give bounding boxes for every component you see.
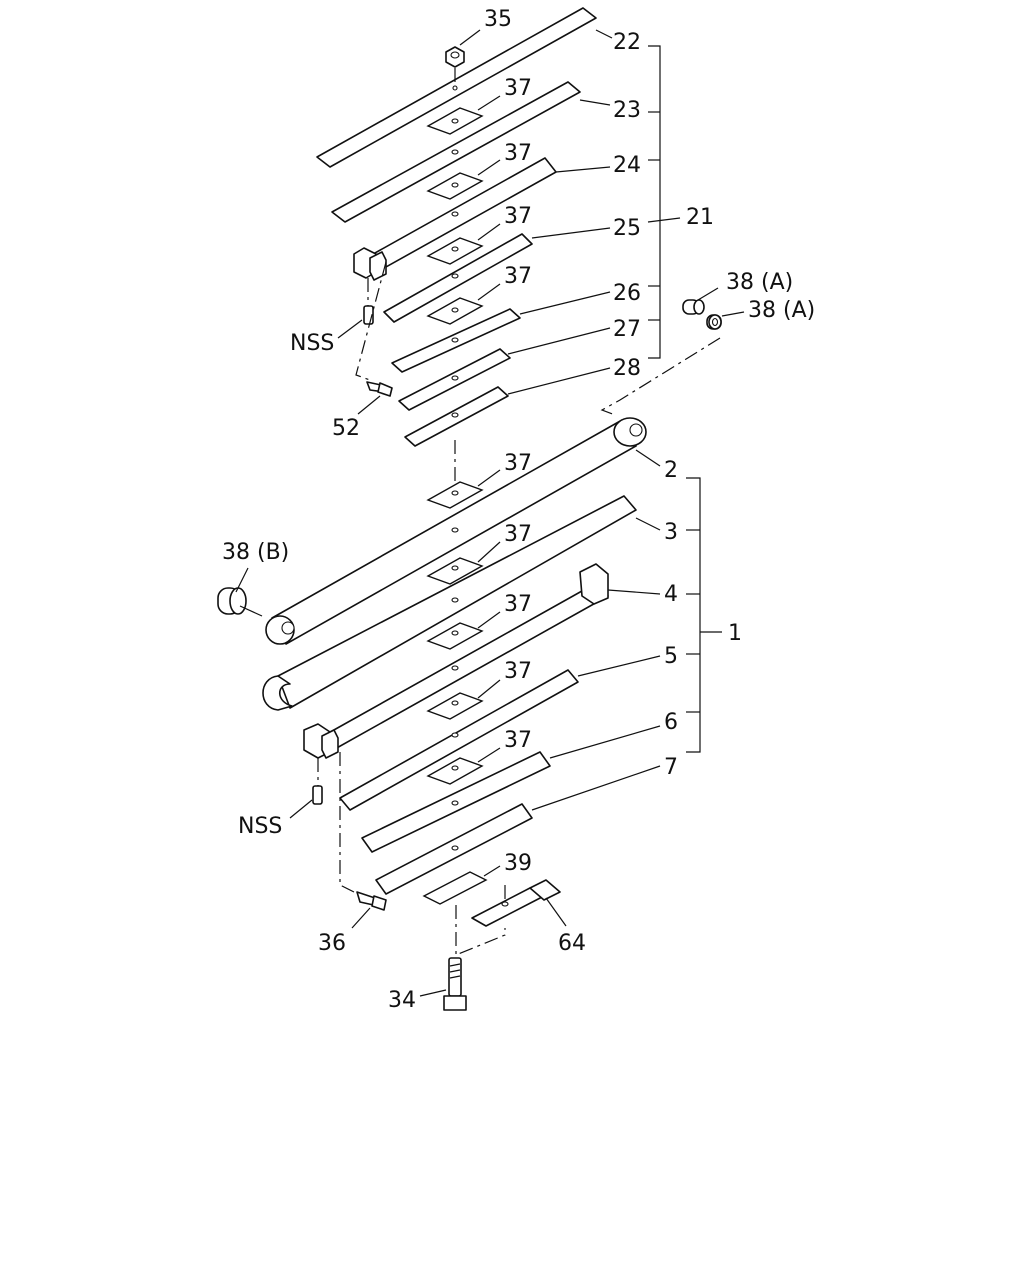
pad-37-5 [426, 481, 484, 509]
leaf-23 [331, 81, 581, 223]
callout-37-d: 37 [504, 264, 532, 289]
callout-2: 2 [664, 458, 678, 483]
pad-37-8 [426, 692, 484, 720]
leaf-5 [339, 669, 579, 811]
callout-nss-1: NSS [290, 331, 334, 356]
pad-37-2 [426, 172, 484, 200]
leaf-27 [398, 348, 511, 411]
callout-37-a: 37 [504, 76, 532, 101]
pad-37-4 [426, 297, 484, 325]
callout-21: 21 [686, 205, 714, 230]
nut-35 [445, 46, 465, 95]
leader-lines [235, 29, 745, 997]
bracket-64 [455, 879, 561, 956]
callout-37-g: 37 [504, 592, 532, 617]
callout-25: 25 [613, 216, 641, 241]
callout-52: 52 [332, 416, 360, 441]
leaf-7 [375, 803, 533, 895]
callout-38a-1: 38 (A) [726, 270, 793, 295]
callout-27: 27 [613, 317, 641, 342]
bolt-34 [443, 957, 467, 1011]
callout-26: 26 [613, 281, 641, 306]
bolt-36 [339, 752, 387, 911]
callout-37-h: 37 [504, 659, 532, 684]
callout-5: 5 [664, 644, 678, 669]
callout-labels: 35 22 37 23 37 24 37 25 21 37 26 38 (A) … [222, 7, 815, 1013]
bushing-38b [217, 587, 247, 615]
pad-37-7 [426, 622, 484, 650]
callout-37-f: 37 [504, 522, 532, 547]
callout-37-b: 37 [504, 141, 532, 166]
plate-39 [422, 871, 488, 905]
callout-23: 23 [613, 98, 641, 123]
leaf-28 [404, 386, 509, 490]
callout-39: 39 [504, 851, 532, 876]
leaf-2-main [265, 417, 647, 645]
callout-28: 28 [613, 356, 641, 381]
leaf-4-with-clips [303, 563, 609, 792]
callout-1: 1 [728, 621, 742, 646]
callout-34: 34 [388, 988, 416, 1013]
callout-nss-2: NSS [238, 814, 282, 839]
callout-7: 7 [664, 755, 678, 780]
callout-38b: 38 (B) [222, 540, 289, 565]
leaf-6 [361, 751, 551, 853]
pad-37-1 [426, 107, 484, 135]
bushings-38a [600, 299, 722, 416]
callout-37-e: 37 [504, 451, 532, 476]
leaf-26 [391, 308, 521, 373]
pad-37-3 [426, 237, 484, 265]
callout-3: 3 [664, 520, 678, 545]
leaf-3 [262, 495, 637, 711]
callout-35: 35 [484, 7, 512, 32]
bolt-52 [355, 261, 393, 397]
leaf-25 [383, 233, 533, 323]
callout-36: 36 [318, 931, 346, 956]
callout-24: 24 [613, 153, 641, 178]
callout-6: 6 [664, 710, 678, 735]
callout-4: 4 [664, 582, 678, 607]
bolt-nss-2 [312, 785, 323, 805]
callout-38a-2: 38 (A) [748, 298, 815, 323]
callout-37-i: 37 [504, 728, 532, 753]
callout-64: 64 [558, 931, 586, 956]
callout-37-c: 37 [504, 204, 532, 229]
callout-22: 22 [613, 30, 641, 55]
pad-37-9 [426, 757, 484, 785]
pad-37-6 [426, 557, 484, 585]
